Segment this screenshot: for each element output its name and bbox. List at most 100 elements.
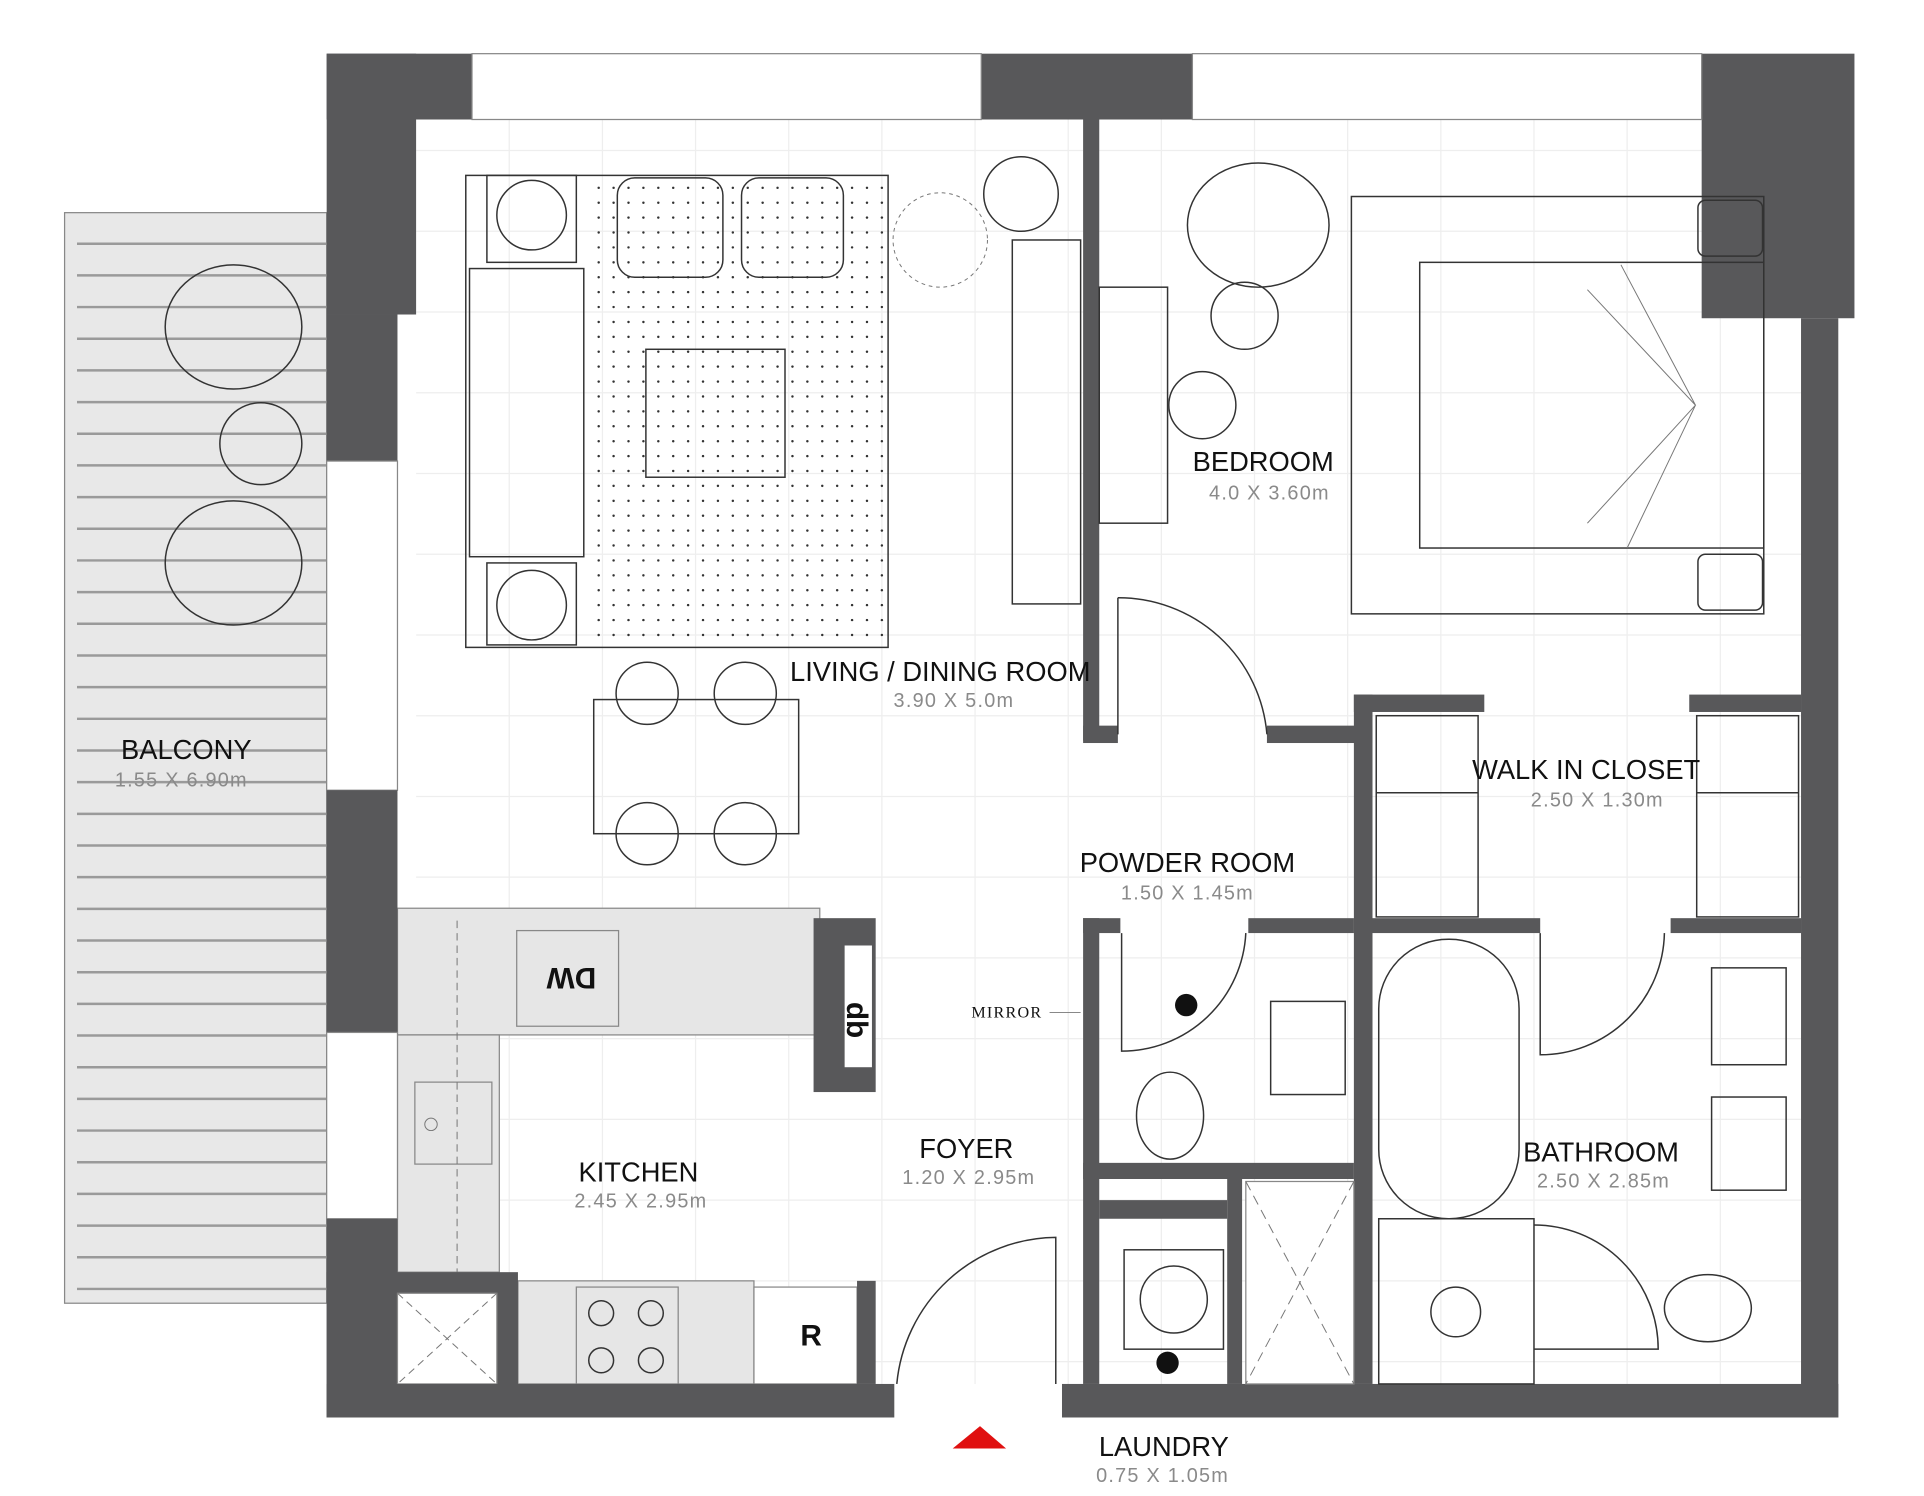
rug-dot [642, 484, 645, 488]
rug-dot [716, 484, 720, 488]
rug-dot [850, 425, 854, 428]
rug-dot [612, 216, 615, 219]
rug-dot [865, 320, 869, 324]
rug-dot [746, 618, 749, 622]
rug-dot [865, 425, 869, 428]
rug-dot [821, 589, 824, 592]
rug-dot [835, 246, 839, 249]
rug-dot [850, 544, 854, 547]
rug-dot [746, 484, 749, 488]
rug-dot [627, 484, 630, 488]
rug-dot [865, 350, 869, 354]
foyer-dims: 1.20 X 2.95m [902, 1167, 1035, 1189]
rug-dot [657, 231, 660, 234]
rug-dot [806, 439, 809, 443]
rug-dot [746, 499, 749, 503]
rug-dot [776, 529, 779, 532]
rug-dot [761, 499, 764, 503]
rug-dot [761, 514, 764, 517]
rug-dot [627, 439, 630, 443]
rug-dot [657, 380, 660, 383]
rug-dot [806, 425, 809, 428]
rug-dot [791, 574, 794, 577]
rug-dot [791, 290, 794, 294]
rug-dot [701, 589, 705, 592]
rug-dot [686, 320, 690, 324]
rug-dot [701, 246, 705, 249]
rug-dot [671, 589, 675, 592]
rug-dot [761, 454, 764, 458]
rug-dot [850, 320, 854, 324]
rug-dot [850, 216, 854, 219]
rug-dot [657, 603, 660, 607]
rug-dot [731, 484, 735, 488]
mirror-label: MIRROR [971, 1005, 1042, 1022]
rug-dot [806, 603, 809, 607]
rug-dot [671, 216, 675, 219]
rug-dot [821, 231, 824, 234]
powder-dims: 1.50 X 1.45m [1121, 883, 1254, 905]
rug-dot [806, 365, 809, 368]
rug-dot [791, 544, 794, 547]
walls [326, 53, 1855, 1418]
refrigerator-label: R [800, 1319, 822, 1352]
rug-dot [597, 544, 600, 547]
rug-dot [671, 514, 675, 517]
rug-dot [657, 425, 660, 428]
rug-dot [761, 335, 764, 339]
rug-dot [761, 410, 764, 413]
rug-dot [612, 529, 615, 532]
rug-dot [821, 618, 824, 622]
rug-dot [821, 410, 824, 413]
rug-dot [642, 186, 645, 190]
rug-dot [806, 305, 809, 309]
rug-dot [597, 261, 600, 264]
rug-dot [597, 514, 600, 517]
rug-dot [746, 335, 749, 339]
rug-dot [671, 544, 675, 547]
rug-dot [821, 380, 824, 383]
rug-dot [746, 320, 749, 324]
rug-dot [880, 216, 884, 219]
rug-dot [671, 484, 675, 488]
rug-dot [731, 514, 735, 517]
rug-dot [865, 380, 869, 383]
rug-dot [627, 201, 630, 204]
rug-dot [701, 201, 705, 204]
rug-dot [791, 484, 794, 488]
rug-dot [686, 395, 690, 398]
rug-dot [686, 544, 690, 547]
rug-dot [865, 499, 869, 503]
rug-dot [627, 231, 630, 234]
rug-dot [746, 469, 749, 473]
rug-dot [671, 350, 675, 354]
rug-dot [835, 320, 839, 324]
rug-dot [597, 603, 600, 607]
rug-dot [821, 529, 824, 532]
rug-dot [880, 529, 884, 532]
rug-dot [597, 499, 600, 503]
rug-dot [821, 305, 824, 309]
rug-dot [627, 305, 630, 309]
rug-dot [865, 469, 869, 473]
rug-dot [776, 469, 779, 473]
rug-dot [686, 589, 690, 592]
rug-dot [761, 469, 764, 473]
rug-dot [716, 201, 720, 204]
rug-dot [642, 365, 645, 368]
rug-dot [776, 574, 779, 577]
kitchen-dims: 2.45 X 2.95m [574, 1191, 707, 1213]
rug-dot [821, 499, 824, 503]
rug-dot [731, 276, 735, 279]
rug-dot [716, 454, 720, 458]
rug-dot [657, 305, 660, 309]
rug-dot [835, 201, 839, 204]
rug-dot [761, 320, 764, 324]
rug-dot [776, 365, 779, 368]
rug-dot [612, 186, 615, 190]
rug-dot [731, 425, 735, 428]
rug-dot [806, 246, 809, 249]
rug-dot [761, 246, 764, 249]
rug-dot [806, 618, 809, 622]
